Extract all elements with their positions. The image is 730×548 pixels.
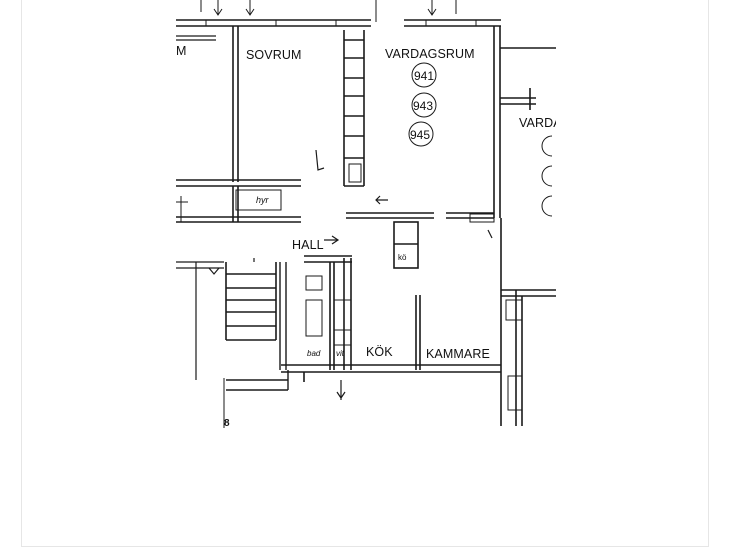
staircase <box>225 262 277 341</box>
floor-plan-drawing: 941 943 945 M SOVRUM VARDAGSRUM VARDA HA… <box>176 0 556 428</box>
marker-941: 941 <box>414 69 434 83</box>
right-apartment-wall <box>500 218 556 426</box>
kammare-partition <box>415 295 421 370</box>
room-label-hall: HALL <box>292 238 324 252</box>
room-label-vardagsrum: VARDAGSRUM <box>385 47 475 61</box>
kitchen-counter <box>304 255 352 370</box>
stove-mark: kö <box>398 253 407 262</box>
number-mark: 8 <box>224 418 230 428</box>
marker-943: 943 <box>413 99 433 113</box>
sovrum-wall <box>232 26 239 182</box>
room-label-sovrum: SOVRUM <box>246 48 301 62</box>
handwritten-mark: hyr <box>256 195 270 205</box>
marker-circle <box>411 92 437 118</box>
room-label-kok: KÖK <box>366 345 393 359</box>
room-label-left: M <box>176 44 187 58</box>
room-label-vardagsrum-right: VARDA <box>519 116 556 130</box>
vit-mark: vit <box>336 349 345 358</box>
wardrobe-column <box>343 30 365 187</box>
marker-945: 945 <box>410 128 430 142</box>
room-label-kammare: KAMMARE <box>426 347 490 361</box>
middle-wall <box>176 179 301 223</box>
marker-circle <box>408 121 434 147</box>
vardagsrum-wall <box>493 26 556 218</box>
bottom-wall <box>281 364 501 382</box>
kitchen-top-wall <box>346 212 494 219</box>
floor-plan: 941 943 945 M SOVRUM VARDAGSRUM VARDA HA… <box>176 0 556 428</box>
kitchen-cabinet <box>393 221 419 269</box>
bath-mark: bad <box>307 349 321 358</box>
arrow-mark <box>315 149 325 171</box>
top-wall <box>176 19 501 27</box>
marker-circle <box>411 62 437 88</box>
